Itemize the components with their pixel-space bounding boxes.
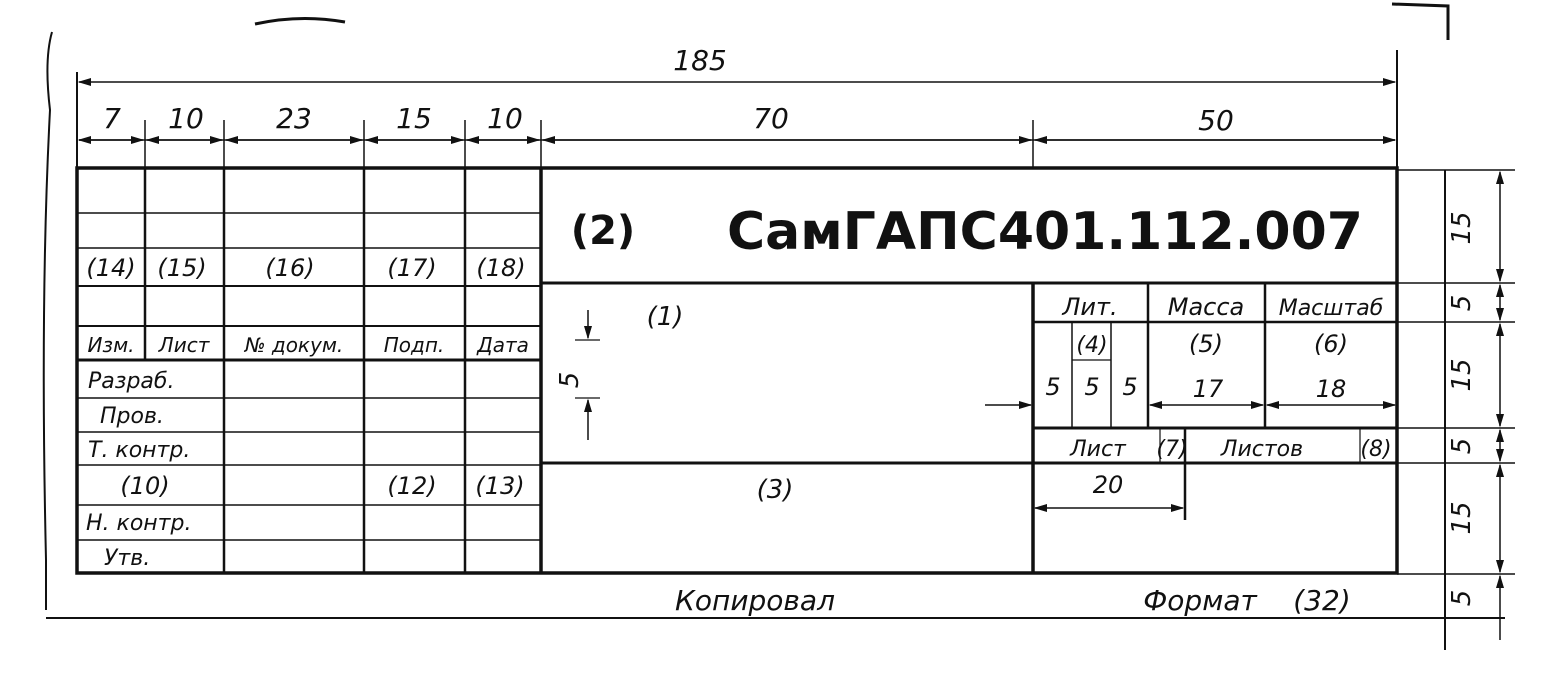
sheet-corner bbox=[1391, 2, 1450, 40]
scan-mark-top bbox=[254, 16, 346, 26]
row-tkontr-label: Т. контр. bbox=[88, 438, 190, 463]
format-label: Формат bbox=[1143, 584, 1257, 617]
copied-by-label: Копировал bbox=[675, 584, 835, 617]
footer-labels: Копировал Формат (32) bbox=[675, 584, 1351, 617]
drawing-designation: СамГАПС401.112.007 bbox=[727, 202, 1363, 262]
col-doc-label: № докум. bbox=[244, 333, 344, 357]
designation-area: (2) СамГАПС401.112.007 (1) (3) bbox=[571, 202, 1363, 505]
left-grid-labels: (14) (15) (16) (17) (18) Изм. Лист № док… bbox=[86, 254, 529, 571]
col-izm-label: Изм. bbox=[87, 333, 134, 357]
field-7-label: (7) bbox=[1156, 437, 1187, 462]
dim-col5-label: 10 bbox=[487, 102, 523, 135]
dim-row-outer-label: 5 bbox=[1447, 590, 1477, 607]
row-razrab-label: Разраб. bbox=[88, 369, 174, 394]
dim-row-top-label: 15 bbox=[1447, 211, 1477, 244]
field-3-label: (3) bbox=[757, 475, 794, 505]
dim-scale-18-label: 18 bbox=[1316, 375, 1347, 403]
dim-col6-label: 70 bbox=[753, 102, 789, 135]
dim-row-mid-label: 15 bbox=[1447, 358, 1477, 391]
field-14-label: (14) bbox=[86, 254, 135, 282]
dim-cell-5-label: 5 bbox=[555, 372, 585, 389]
dim-col7-label: 50 bbox=[1198, 104, 1234, 137]
dim-lit-5a-label: 5 bbox=[1045, 373, 1060, 401]
row-utv-label: Утв. bbox=[104, 546, 150, 571]
dim-row-bottom-label: 15 bbox=[1447, 501, 1477, 534]
row-nkontr-label: Н. контр. bbox=[86, 511, 191, 536]
right-dimensions: 15 5 15 5 15 5 5 bbox=[555, 211, 1477, 606]
field-6-label: (6) bbox=[1314, 330, 1348, 358]
col-data-label: Дата bbox=[476, 333, 529, 357]
field-17-label: (17) bbox=[387, 254, 436, 282]
field-10-label: (10) bbox=[120, 472, 169, 500]
field-32-label: (32) bbox=[1293, 584, 1350, 617]
dim-mass-17-label: 17 bbox=[1193, 375, 1224, 403]
dim-col2-label: 10 bbox=[168, 102, 204, 135]
row-prov-label: Пров. bbox=[100, 404, 164, 429]
main-block-outline bbox=[75, 166, 1399, 575]
dim-list-20-label: 20 bbox=[1093, 471, 1124, 499]
col-list-label: Лист bbox=[158, 333, 211, 357]
dim-lit-5c-label: 5 bbox=[1122, 373, 1137, 401]
col-lit-label: Лит. bbox=[1061, 293, 1117, 321]
sheets-total-label: Листов bbox=[1220, 437, 1303, 462]
field-16-label: (16) bbox=[265, 254, 314, 282]
dim-col3-label: 23 bbox=[276, 102, 312, 135]
dim-col1-label: 7 bbox=[103, 102, 121, 135]
field-4-label: (4) bbox=[1076, 333, 1107, 358]
field-5-label: (5) bbox=[1189, 330, 1223, 358]
field-18-label: (18) bbox=[476, 254, 525, 282]
dim-lit-5b-label: 5 bbox=[1084, 373, 1099, 401]
top-dimensions: 185 7 10 23 15 10 70 50 bbox=[103, 44, 1234, 137]
dim-row-5a-label: 5 bbox=[1447, 295, 1477, 312]
field-12-label: (12) bbox=[387, 472, 436, 500]
dim-total-label: 185 bbox=[673, 44, 726, 77]
right-block-labels: Лит. Масса Масштаб (4) (5) (6) 5 5 5 17 … bbox=[1045, 293, 1391, 499]
sheet-label: Лист bbox=[1069, 437, 1127, 462]
field-13-label: (13) bbox=[475, 472, 524, 500]
frame-lines bbox=[42, 2, 1515, 650]
col-masshtab-label: Масштаб bbox=[1279, 296, 1384, 321]
field-2-label: (2) bbox=[571, 208, 635, 254]
field-8-label: (8) bbox=[1360, 437, 1391, 462]
sheet-left-edge bbox=[42, 31, 53, 610]
col-massa-label: Масса bbox=[1168, 293, 1245, 321]
dim-row-5b-label: 5 bbox=[1447, 438, 1477, 455]
col-podp-label: Подп. bbox=[384, 333, 445, 357]
field-1-label: (1) bbox=[647, 302, 684, 332]
field-15-label: (15) bbox=[157, 254, 206, 282]
dim-col4-label: 15 bbox=[396, 102, 432, 135]
